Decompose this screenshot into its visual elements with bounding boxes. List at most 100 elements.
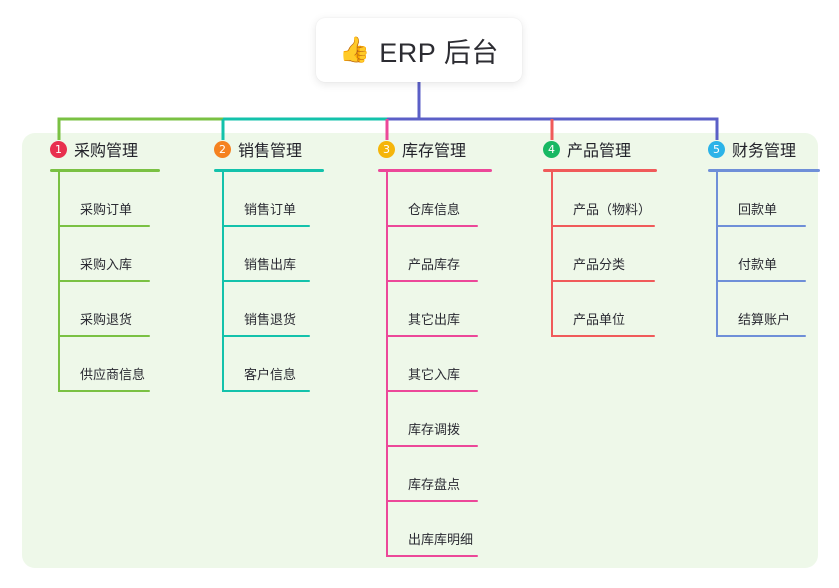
branch-column-finance: 5 财务管理回款单付款单结算账户 bbox=[694, 133, 839, 337]
branch-title: 库存管理 bbox=[402, 143, 467, 160]
leaf-label: 产品（物料） bbox=[573, 202, 652, 217]
leaf-label: 销售订单 bbox=[244, 202, 297, 217]
leaf-rule bbox=[716, 225, 806, 227]
leaf-rule bbox=[58, 335, 150, 337]
leaf-rule bbox=[551, 335, 655, 337]
branch-spine bbox=[551, 172, 553, 337]
branch-rule bbox=[378, 169, 492, 172]
leaf-rule bbox=[386, 280, 478, 282]
leaf-rule bbox=[58, 225, 150, 227]
leaf-label: 产品单位 bbox=[573, 312, 626, 327]
leaf-node[interactable]: 付款单 bbox=[716, 227, 839, 282]
leaf-rule bbox=[222, 225, 310, 227]
branch-title: 采购管理 bbox=[74, 143, 139, 160]
branch-header-inventory[interactable]: 3 库存管理 bbox=[364, 133, 524, 165]
branch-index-badge: 2 bbox=[214, 140, 231, 158]
leaf-label: 采购订单 bbox=[80, 202, 133, 217]
branch-spine bbox=[222, 172, 224, 392]
leaf-label: 供应商信息 bbox=[80, 367, 146, 382]
branch-columns: 1 采购管理采购订单采购入库采购退货供应商信息 2 销售管理销售订单销售出库销售退货客… bbox=[0, 133, 839, 568]
leaf-node[interactable]: 销售订单 bbox=[222, 172, 350, 227]
root-node-title: ERP 后台 bbox=[379, 37, 499, 68]
leaf-node[interactable]: 其它入库 bbox=[386, 337, 524, 392]
leaf-label: 回款单 bbox=[738, 202, 778, 217]
leaf-label: 仓库信息 bbox=[408, 202, 461, 217]
leaf-list: 回款单付款单结算账户 bbox=[694, 172, 839, 337]
leaf-rule bbox=[386, 225, 478, 227]
leaf-label: 库存盘点 bbox=[408, 477, 461, 492]
leaf-rule bbox=[551, 280, 655, 282]
leaf-rule bbox=[386, 555, 478, 557]
branch-column-inventory: 3 库存管理仓库信息产品库存其它出库其它入库库存调拨库存盘点出库库明细 bbox=[364, 133, 524, 557]
leaf-rule bbox=[551, 225, 655, 227]
leaf-node[interactable]: 采购入库 bbox=[58, 227, 186, 282]
branch-title: 财务管理 bbox=[732, 143, 797, 160]
leaf-node[interactable]: 其它出库 bbox=[386, 282, 524, 337]
branch-spine bbox=[386, 172, 388, 557]
leaf-node[interactable]: 客户信息 bbox=[222, 337, 350, 392]
leaf-node[interactable]: 仓库信息 bbox=[386, 172, 524, 227]
branch-rule bbox=[543, 169, 657, 172]
leaf-rule bbox=[58, 390, 150, 392]
branch-spine bbox=[58, 172, 60, 392]
leaf-node[interactable]: 产品分类 bbox=[551, 227, 689, 282]
leaf-rule bbox=[386, 445, 478, 447]
branch-header-finance[interactable]: 5 财务管理 bbox=[694, 133, 839, 165]
leaf-node[interactable]: 库存盘点 bbox=[386, 447, 524, 502]
leaf-label: 其它入库 bbox=[408, 367, 461, 382]
leaf-label: 采购退货 bbox=[80, 312, 133, 327]
leaf-rule bbox=[222, 280, 310, 282]
leaf-node[interactable]: 销售退货 bbox=[222, 282, 350, 337]
leaf-node[interactable]: 产品单位 bbox=[551, 282, 689, 337]
branch-rule bbox=[214, 169, 324, 172]
leaf-rule bbox=[58, 280, 150, 282]
leaf-label: 采购入库 bbox=[80, 257, 133, 272]
leaf-node[interactable]: 供应商信息 bbox=[58, 337, 186, 392]
branch-rule bbox=[708, 169, 820, 172]
diagram-panel bbox=[22, 133, 818, 568]
leaf-list: 采购订单采购入库采购退货供应商信息 bbox=[36, 172, 186, 392]
leaf-rule bbox=[386, 390, 478, 392]
branch-header-sales[interactable]: 2 销售管理 bbox=[200, 133, 350, 165]
leaf-rule bbox=[716, 280, 806, 282]
leaf-label: 客户信息 bbox=[244, 367, 297, 382]
branch-column-purchase: 1 采购管理采购订单采购入库采购退货供应商信息 bbox=[36, 133, 186, 392]
branch-index-badge: 5 bbox=[708, 140, 725, 158]
leaf-label: 付款单 bbox=[738, 257, 778, 272]
leaf-node[interactable]: 库存调拨 bbox=[386, 392, 524, 447]
leaf-list: 仓库信息产品库存其它出库其它入库库存调拨库存盘点出库库明细 bbox=[364, 172, 524, 557]
leaf-rule bbox=[222, 390, 310, 392]
leaf-node[interactable]: 回款单 bbox=[716, 172, 839, 227]
branch-title: 销售管理 bbox=[238, 143, 303, 160]
branch-index-badge: 4 bbox=[543, 140, 560, 158]
branch-rule bbox=[50, 169, 160, 172]
branch-spine bbox=[716, 172, 718, 337]
root-node-card[interactable]: 👍 ERP 后台 bbox=[316, 18, 522, 82]
branch-header-purchase[interactable]: 1 采购管理 bbox=[36, 133, 186, 165]
leaf-label: 结算账户 bbox=[738, 312, 791, 327]
leaf-rule bbox=[222, 335, 310, 337]
leaf-node[interactable]: 结算账户 bbox=[716, 282, 839, 337]
leaf-node[interactable]: 产品（物料） bbox=[551, 172, 689, 227]
branch-column-sales: 2 销售管理销售订单销售出库销售退货客户信息 bbox=[200, 133, 350, 392]
leaf-node[interactable]: 出库库明细 bbox=[386, 502, 524, 557]
leaf-label: 其它出库 bbox=[408, 312, 461, 327]
branch-index-badge: 3 bbox=[378, 140, 395, 158]
leaf-node[interactable]: 产品库存 bbox=[386, 227, 524, 282]
leaf-rule bbox=[386, 500, 478, 502]
leaf-list: 产品（物料） 产品分类产品单位 bbox=[529, 172, 689, 337]
leaf-rule bbox=[386, 335, 478, 337]
leaf-node[interactable]: 采购退货 bbox=[58, 282, 186, 337]
leaf-list: 销售订单销售出库销售退货客户信息 bbox=[200, 172, 350, 392]
branch-index-badge: 1 bbox=[50, 140, 67, 158]
leaf-label: 销售退货 bbox=[244, 312, 297, 327]
leaf-node[interactable]: 采购订单 bbox=[58, 172, 186, 227]
leaf-label: 库存调拨 bbox=[408, 422, 461, 437]
leaf-rule bbox=[716, 335, 806, 337]
leaf-label: 销售出库 bbox=[244, 257, 297, 272]
leaf-node[interactable]: 销售出库 bbox=[222, 227, 350, 282]
thumbs-up-icon: 👍 bbox=[339, 35, 371, 64]
leaf-label: 产品分类 bbox=[573, 257, 626, 272]
